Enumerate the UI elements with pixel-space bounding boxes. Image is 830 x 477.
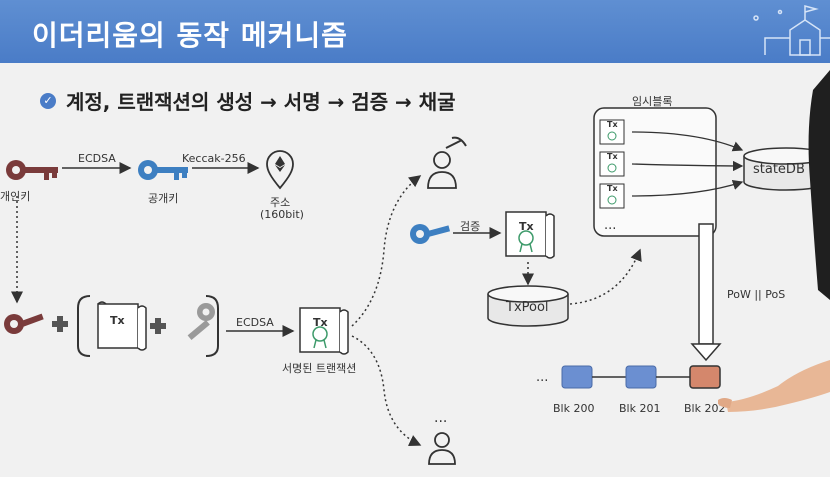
temp-tx-icon-2 (599, 151, 625, 177)
verified-tx-icon (505, 211, 555, 259)
temp-tx-label-2: Tx (607, 152, 618, 161)
subtitle-text: 계정, 트랜잭션의 생성 → 서명 → 검증 → 채굴 (66, 90, 456, 114)
keccak-label: Keccak-256 (182, 152, 246, 165)
verify-label: 검증 (460, 220, 481, 233)
bracket-left (77, 295, 91, 357)
address-pin-icon (266, 150, 294, 190)
tx-label-2: Tx (313, 316, 328, 329)
plus-icon (52, 316, 68, 332)
subtitle: ✓ 계정, 트랜잭션의 생성 → 서명 → 검증 → 채굴 (40, 86, 456, 115)
temp-tx-label-1: Tx (607, 120, 618, 129)
ecdsa-bottom-label: ECDSA (236, 316, 274, 329)
statedb-cylinder (743, 147, 829, 191)
ecdsa-top-label: ECDSA (78, 152, 116, 165)
address-bits-label: (160bit) (260, 208, 304, 221)
private-key-label: 개인키 (0, 190, 31, 203)
txpool-cylinder (487, 285, 569, 327)
tx-label-1: Tx (110, 314, 125, 327)
statedb-label: stateDB (753, 162, 805, 177)
verify-key-icon (410, 224, 451, 244)
bracket-right (205, 295, 219, 357)
txpool-label: TxPool (506, 300, 549, 315)
temp-tx-icon-1 (599, 119, 625, 145)
signed-tx-icon (299, 307, 349, 355)
public-key-icon (138, 160, 188, 180)
user-icon (428, 432, 456, 465)
block-201 (625, 365, 657, 389)
private-key-icon (6, 160, 58, 180)
dotted-arrow-tempblock (569, 248, 642, 305)
private-key-icon-2 (4, 313, 44, 334)
address-label: 주소 (270, 196, 291, 209)
ellipsis-temp: ... (604, 218, 617, 233)
block-200-label: Blk 200 (553, 402, 595, 415)
block-202-label: Blk 202 (684, 402, 726, 415)
ellipsis-chain: ... (536, 370, 549, 385)
temp-tx-label-3: Tx (607, 184, 618, 193)
dotted-curve-up (351, 175, 422, 327)
presenter-arm (718, 70, 830, 412)
miner-user-icon (427, 136, 467, 189)
tx-document-icon (97, 301, 147, 351)
arrow-tx3-statedb (631, 179, 744, 197)
arrow-tx2-statedb (631, 160, 744, 172)
arrow-tx1-statedb (631, 131, 744, 152)
temp-block-label: 임시블록 (632, 95, 673, 108)
school-decoration-icon (753, 5, 830, 56)
title-banner: 이더리움의 동작 메커니즘 (0, 0, 830, 63)
page-title: 이더리움의 동작 메커니즘 (32, 19, 348, 52)
dotted-curve-down (351, 335, 422, 446)
consensus-down-arrow (690, 223, 722, 362)
block-202 (689, 365, 721, 389)
ellipsis-users: ... (434, 410, 448, 426)
gray-key-icon (187, 303, 215, 341)
temp-tx-icon-3 (599, 183, 625, 209)
signed-tx-label: 서명된 트랜잭션 (282, 362, 357, 375)
plus-icon-2 (150, 318, 166, 334)
check-icon: ✓ (40, 92, 56, 109)
public-key-label: 공개키 (148, 192, 179, 205)
block-200 (561, 365, 593, 389)
block-201-label: Blk 201 (619, 402, 661, 415)
consensus-label: PoW || PoS (727, 288, 786, 301)
tx-label-3: Tx (519, 220, 534, 233)
